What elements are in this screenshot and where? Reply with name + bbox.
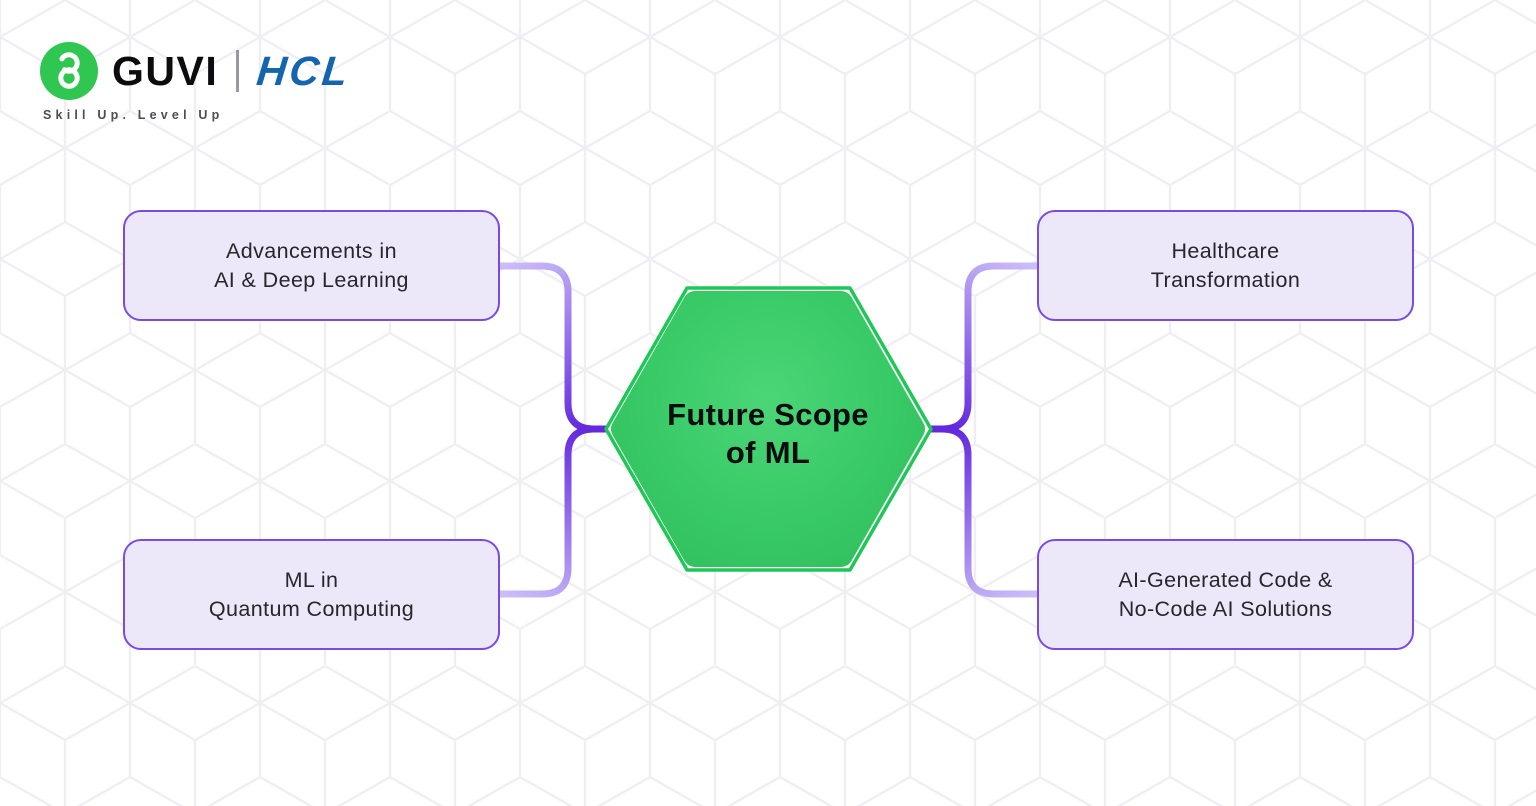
- node-advancements-ai-deep-learning: Advancements in AI & Deep Learning: [123, 210, 500, 321]
- node-label: AI-Generated Code &: [1118, 567, 1333, 592]
- hcl-wordmark: HCL: [254, 48, 353, 94]
- node-label: ML in: [284, 567, 339, 592]
- connector-left: [496, 262, 610, 598]
- node-healthcare-transformation: Healthcare Transformation: [1037, 210, 1414, 321]
- node-label: Healthcare: [1171, 238, 1280, 263]
- center-hexagon: [604, 286, 933, 572]
- logo-block: GUVI HCL Skill Up. Level Up: [40, 42, 353, 122]
- connector-right: [926, 262, 1041, 598]
- center-title-line2: of ML: [725, 435, 811, 470]
- logo-divider: [236, 50, 240, 92]
- center-node-future-scope: Future Scope of ML: [605, 288, 931, 570]
- logo-tagline: Skill Up. Level Up: [43, 108, 224, 122]
- node-label: Advancements in: [226, 238, 397, 263]
- node-label: No-Code AI Solutions: [1118, 596, 1333, 621]
- node-ai-generated-no-code-solutions: AI-Generated Code & No-Code AI Solutions: [1037, 539, 1414, 650]
- node-label: Quantum Computing: [208, 596, 415, 621]
- center-title-line1: Future Scope: [667, 397, 869, 432]
- node-ml-in-quantum-computing: ML in Quantum Computing: [123, 539, 500, 650]
- guvi-logo-icon: [40, 42, 98, 100]
- node-label: Transformation: [1150, 267, 1301, 292]
- node-label: AI & Deep Learning: [214, 267, 409, 292]
- guvi-wordmark: GUVI: [112, 48, 219, 94]
